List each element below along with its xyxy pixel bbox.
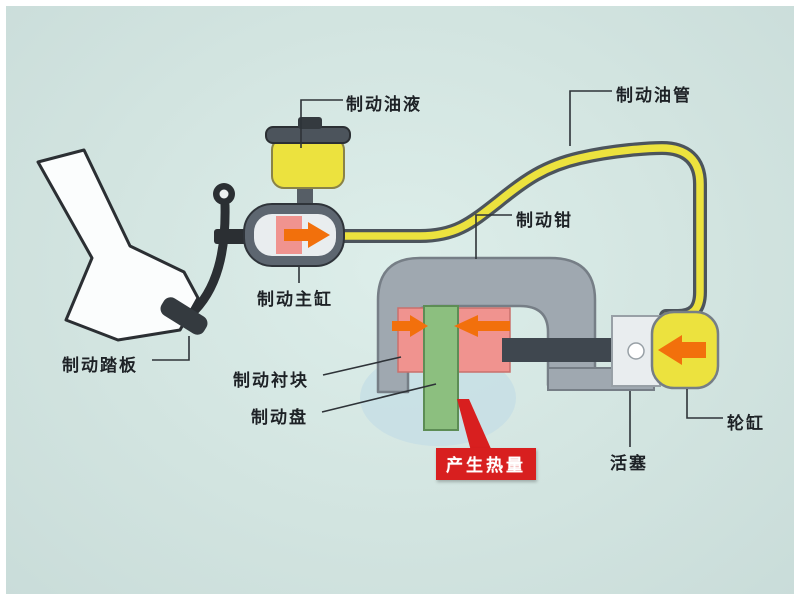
pad-arrow-left-icon — [454, 315, 510, 337]
label-heat-generated: 产生热量 — [436, 448, 536, 480]
wheel-cylinder-arrow-left-icon — [658, 335, 706, 365]
reservoir-cap — [298, 117, 322, 129]
label-brake-pedal: 制动踏板 — [62, 356, 138, 376]
label-wheel-cylinder: 轮缸 — [727, 414, 765, 434]
reservoir-body — [271, 137, 345, 189]
heat-pointer — [457, 399, 492, 451]
pedal-pivot-hole — [219, 189, 229, 199]
brake-line — [337, 141, 707, 323]
piston-rod — [502, 338, 618, 362]
label-piston: 活塞 — [610, 454, 648, 474]
label-brake-caliper: 制动钳 — [516, 211, 573, 231]
fluid-reservoir — [265, 117, 351, 208]
leader-brake-pad — [322, 356, 402, 376]
label-brake-pad: 制动衬块 — [233, 371, 309, 391]
leader-brake-disc — [321, 383, 437, 413]
pedal-arm — [185, 200, 230, 320]
piston-hole — [627, 342, 645, 360]
wheel-cylinder — [650, 310, 720, 390]
pad-arrow-right-icon — [392, 315, 428, 337]
brake-pad-right — [457, 307, 511, 373]
leader-brake-fluid — [300, 99, 343, 148]
leader-lines — [152, 90, 723, 447]
master-cylinder — [243, 203, 345, 267]
leader-brake-pipe — [569, 90, 612, 146]
label-master-cylinder: 制动主缸 — [257, 290, 333, 310]
label-brake-fluid: 制动油液 — [346, 95, 422, 115]
pressure-arrow-right-icon — [284, 222, 330, 248]
label-brake-disc: 制动盘 — [251, 408, 308, 428]
brake-line-inner — [340, 144, 704, 320]
leader-brake-caliper — [475, 214, 512, 259]
brake-pads-and-disc — [392, 305, 511, 431]
leader-brake-pedal — [152, 336, 190, 361]
pedal-pad — [160, 297, 208, 335]
leader-wheel-cylinder — [686, 389, 723, 419]
reservoir-lid — [265, 126, 351, 144]
label-brake-pipe: 制动油管 — [616, 86, 692, 106]
brake-disc — [423, 305, 459, 431]
brake-pedal-assembly — [36, 148, 258, 342]
